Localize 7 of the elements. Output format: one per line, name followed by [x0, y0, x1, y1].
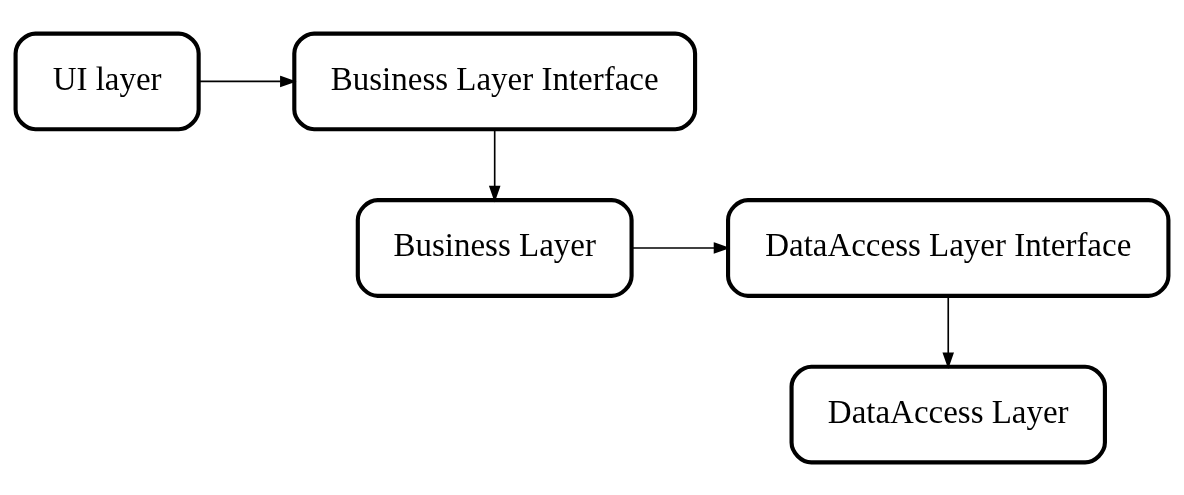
node-box: Business Layer Interface [292, 31, 698, 131]
node-box: Business Layer [355, 197, 634, 298]
node-box: UI layer [13, 31, 201, 131]
arrow [488, 128, 501, 202]
node-box: DataAccess Layer Interface [726, 197, 1171, 298]
node-box: DataAccess Layer [789, 364, 1107, 464]
arrow [197, 75, 297, 87]
